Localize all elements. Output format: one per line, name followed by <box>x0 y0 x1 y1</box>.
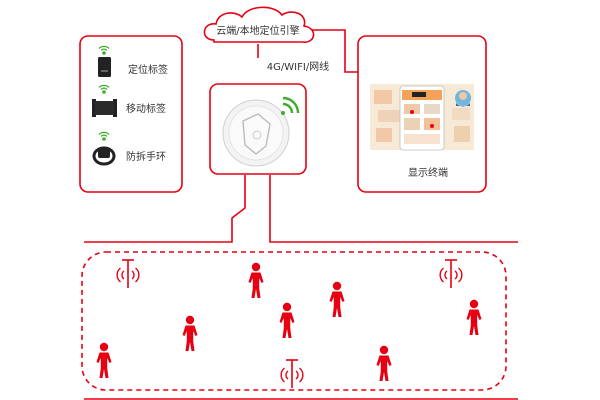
person-icon <box>376 345 392 381</box>
antenna-icon <box>280 359 304 389</box>
mobile-tag-item: 移动标签 <box>92 84 166 117</box>
person-icon <box>466 299 482 335</box>
mobile-tag-icon <box>95 101 114 115</box>
coverage-area <box>81 251 507 391</box>
tag-label: 防拆手环 <box>126 150 166 163</box>
antenna-icon <box>439 259 463 289</box>
wristband-icon <box>92 146 116 166</box>
backbone-line-left <box>84 175 246 243</box>
connection-label: 4G/WIFI/网线 <box>267 60 329 73</box>
tag-label: 移动标签 <box>126 102 166 115</box>
cloud-engine: 云端/本地定位引擎 <box>203 6 315 43</box>
map-screen-image <box>370 84 474 151</box>
backbone-line-right <box>269 175 518 243</box>
connector-lines <box>84 29 518 400</box>
signal-icon <box>281 96 300 115</box>
cloud-icon <box>203 6 315 43</box>
positioning-tag-icon <box>98 57 111 77</box>
people <box>96 262 482 381</box>
tag-label: 定位标签 <box>128 63 168 76</box>
person-icon <box>329 281 345 317</box>
positioning-tag-item: 定位标签 <box>98 45 168 77</box>
tags-panel: 定位标签 移动标签 防拆手环 <box>79 35 183 193</box>
base-station <box>209 83 307 175</box>
person-icon <box>279 302 295 338</box>
person-icon <box>182 315 198 351</box>
person-icon <box>248 262 264 298</box>
person-icon <box>96 342 112 378</box>
antenna-icon <box>116 259 140 289</box>
display-terminal-label: 显示终端 <box>408 166 448 179</box>
wristband-item: 防拆手环 <box>92 131 166 166</box>
display-terminal: 显示终端 <box>357 35 487 193</box>
cloud-label: 云端/本地定位引擎 <box>216 24 299 37</box>
